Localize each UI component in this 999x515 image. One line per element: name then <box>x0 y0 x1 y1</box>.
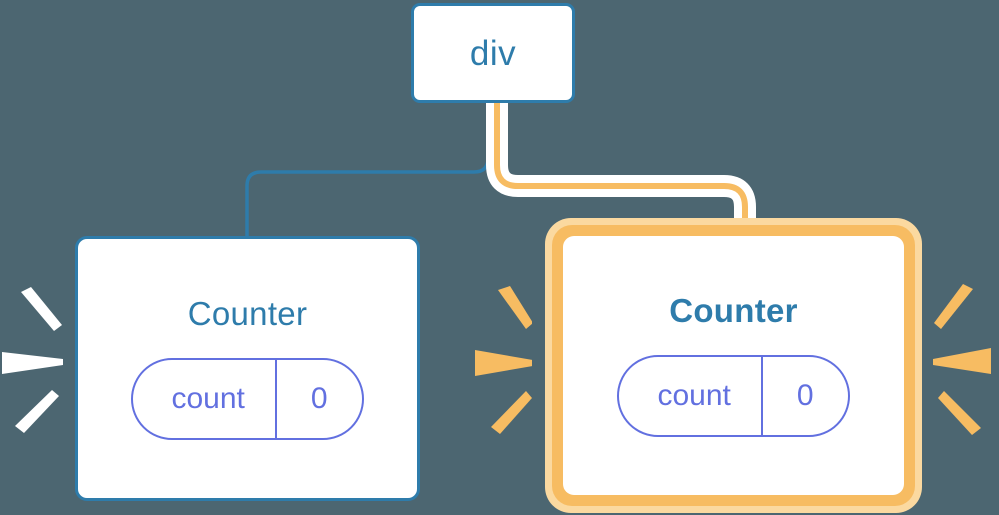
node-counter-right-highlight-ring: Counter count 0 <box>552 225 915 506</box>
node-counter-left-title: Counter <box>187 295 308 332</box>
sparkle-ray-middle <box>933 348 991 374</box>
node-counter-right-highlight-halo: Counter count 0 <box>545 218 922 513</box>
node-div-label: div <box>469 33 517 73</box>
node-div[interactable]: div <box>411 3 575 103</box>
sparkle-ray-bottom <box>15 390 59 433</box>
state-value-left: 0 <box>274 360 362 438</box>
sparkle-ray-bottom <box>491 391 532 434</box>
sparkle-ray-middle <box>2 352 63 374</box>
node-counter-right-title: Counter <box>669 292 798 329</box>
state-value-right: 0 <box>760 357 848 435</box>
state-key-left: count <box>171 382 245 415</box>
node-counter-right-body: Counter count 0 <box>563 236 904 495</box>
sparkle-rays-middle <box>475 286 532 434</box>
sparkle-ray-top <box>934 284 973 329</box>
sparkle-rays-right <box>933 284 991 435</box>
node-counter-right[interactable]: Counter count 0 <box>563 236 904 495</box>
sparkle-ray-middle <box>475 350 532 376</box>
state-pill-left: count 0 <box>131 358 364 440</box>
sparkle-rays-left <box>2 287 63 433</box>
sparkle-ray-bottom <box>938 391 981 435</box>
sparkle-ray-top <box>21 287 62 331</box>
state-pill-right: count 0 <box>617 355 850 437</box>
node-counter-left-body: Counter count 0 <box>78 239 417 498</box>
edge-div-to-counter-left <box>245 103 490 238</box>
sparkle-ray-top <box>498 286 532 329</box>
node-counter-left[interactable]: Counter count 0 <box>75 236 420 501</box>
state-key-right: count <box>657 379 731 412</box>
